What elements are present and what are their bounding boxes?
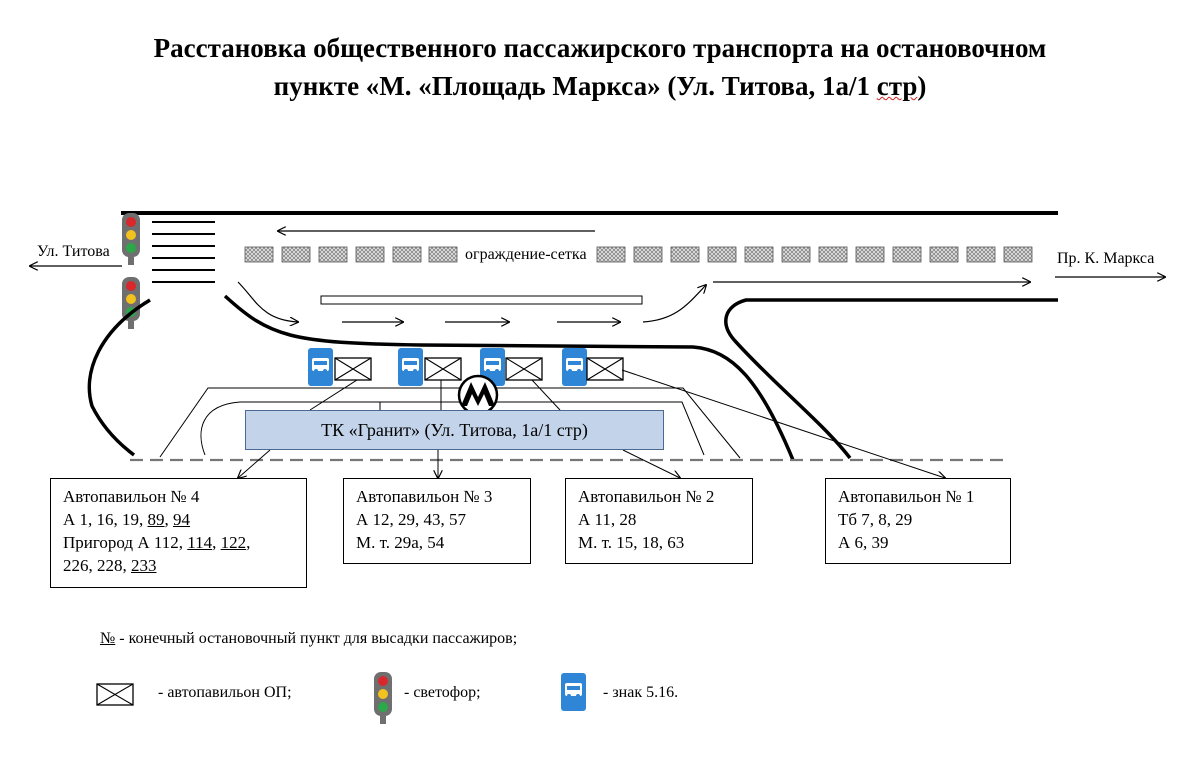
diagram-title-line-2: пункте «М. «Площадь Маркса» (Ул. Титова,… (0, 71, 1200, 102)
pavilion-icon (334, 357, 372, 381)
pavilion-4-line-2: Пригород А 112, 114, 122, (63, 531, 294, 554)
title-line-2-underlined: стр (876, 71, 918, 101)
pavilion-1-line-1: Тб 7, 8, 29 (838, 510, 913, 529)
mall-building: ТК «Гранит» (Ул. Титова, 1а/1 стр) (245, 410, 664, 450)
route-text: Пригород А 112, (63, 533, 188, 552)
title-line-2-end: ) (917, 71, 927, 101)
pavilion-icon (505, 357, 543, 381)
traffic-light-icon (122, 213, 140, 265)
legend-traffic-light-icon (374, 672, 392, 724)
pavilion-1-line-2: А 6, 39 (838, 533, 889, 552)
fence-label: ограждение-сетка (465, 246, 587, 263)
bay-entry-arrow (237, 281, 298, 322)
bus-stop-sign-icon (308, 348, 333, 386)
route-text: А 1, 16, 19, (63, 510, 148, 529)
legend-traffic-light-text: - светофор; (404, 684, 481, 701)
diagram-title-line-1: Расстановка общественного пассажирского … (153, 33, 1047, 63)
metro-icon (457, 374, 499, 416)
pavilion-3-title: Автопавильон № 3 (356, 487, 493, 506)
pavilion-4-line-3: 226, 228, 233 (63, 554, 294, 577)
bus-stop-sign-icon (398, 348, 423, 386)
route-text: , (212, 533, 221, 552)
pavilion-icon (586, 357, 624, 381)
legend-bus-sign-icon (561, 673, 586, 711)
street-label-marx: Пр. К. Маркса (1057, 250, 1155, 267)
pavilion-4-title: Автопавильон № 4 (63, 487, 200, 506)
pavilion-box-2: Автопавильон № 2 А 11, 28 М. т. 15, 18, … (565, 478, 753, 564)
divider-island (320, 295, 643, 305)
pavilion-3-line-1: А 12, 29, 43, 57 (356, 510, 467, 529)
pavilion-2-line-1: А 11, 28 (578, 510, 637, 529)
pavilion-box-1: Автопавильон № 1 Тб 7, 8, 29 А 6, 39 (825, 478, 1011, 564)
legend-terminal-text: - конечный остановочный пункт для высадк… (115, 630, 518, 647)
route-terminal: 233 (131, 556, 157, 575)
pavilion-3-line-2: М. т. 29а, 54 (356, 533, 445, 552)
legend-terminal-symbol: № (100, 630, 116, 647)
pedestrian-crossing (152, 221, 215, 283)
route-terminal: 94 (173, 510, 191, 529)
route-text: 226, 228, (63, 556, 131, 575)
curb-outline-left (223, 294, 795, 461)
legend-terminal: № - конечный остановочный пункт для выса… (100, 630, 517, 648)
pavilion-box-4: Автопавильон № 4 А 1, 16, 19, 89, 94 При… (50, 478, 307, 588)
street-label-titova: Ул. Титова (37, 243, 110, 260)
pavilion-box-3: Автопавильон № 3 А 12, 29, 43, 57 М. т. … (343, 478, 531, 564)
legend-pavilion-icon (96, 683, 134, 706)
route-terminal: 114 (187, 533, 213, 552)
route-text: , (164, 510, 174, 529)
footpath-outer (159, 387, 741, 459)
route-text: , (246, 533, 251, 552)
legend-sign-text: - знак 5.16. (603, 684, 679, 701)
curb-outline-west (87, 298, 151, 457)
pavilion-2-line-2: М. т. 15, 18, 63 (578, 533, 685, 552)
traffic-light-icon (122, 277, 140, 329)
pavilion-icon (424, 357, 462, 381)
curb-outline-east (724, 298, 1058, 460)
bay-exit-arrow (642, 285, 706, 323)
bus-stop-sign-icon (562, 348, 587, 386)
mall-label: ТК «Гранит» (Ул. Титова, 1а/1 стр) (321, 419, 588, 440)
pavilion-4-line-1: А 1, 16, 19, 89, 94 (63, 508, 294, 531)
pavilion-2-title: Автопавильон № 2 (578, 487, 715, 506)
mesh-fence (244, 246, 1033, 263)
footpath-inner (200, 401, 705, 456)
pavilion-1-title: Автопавильон № 1 (838, 487, 975, 506)
route-terminal: 89 (147, 510, 165, 529)
legend-pavilion-text: - автопавильон ОП; (158, 684, 292, 701)
title-line-2-main: пункте «М. «Площадь Маркса» (Ул. Титова,… (273, 71, 877, 101)
route-terminal: 122 (220, 533, 247, 552)
